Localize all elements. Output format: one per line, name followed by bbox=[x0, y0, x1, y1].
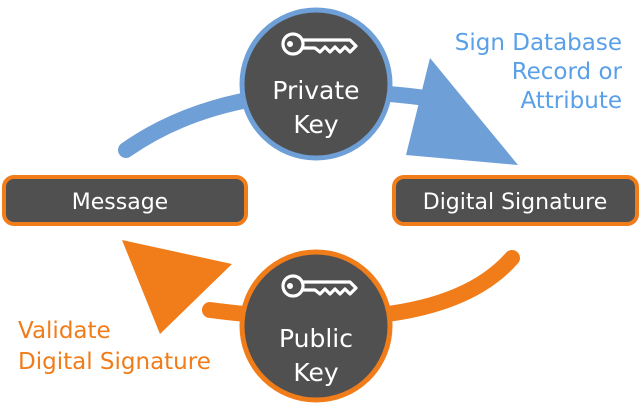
public-key-label-line1: Public bbox=[279, 324, 353, 353]
public-key-node: Public Key bbox=[239, 249, 393, 403]
signature-label: Digital Signature bbox=[423, 190, 607, 215]
public-key-label-line2: Key bbox=[293, 358, 339, 387]
sign-annotation-line1: Sign Database bbox=[455, 30, 622, 56]
validate-annotation-line1: Validate bbox=[18, 318, 111, 344]
validate-annotation: Validate Digital Signature bbox=[18, 318, 211, 375]
sign-annotation-line2: Record or bbox=[512, 59, 623, 85]
key-icon bbox=[281, 274, 358, 298]
sign-annotation-line3: Attribute bbox=[520, 88, 622, 114]
private-key-node: Private Key bbox=[239, 7, 393, 161]
key-icon bbox=[281, 32, 358, 56]
message-label: Message bbox=[72, 190, 168, 215]
message-node: Message bbox=[2, 175, 248, 226]
signature-node: Digital Signature bbox=[392, 175, 639, 226]
sign-annotation: Sign Database Record or Attribute bbox=[455, 30, 623, 114]
private-key-label-line2: Key bbox=[293, 110, 339, 139]
validate-annotation-line2: Digital Signature bbox=[18, 349, 211, 375]
private-key-label-line1: Private bbox=[272, 76, 359, 105]
